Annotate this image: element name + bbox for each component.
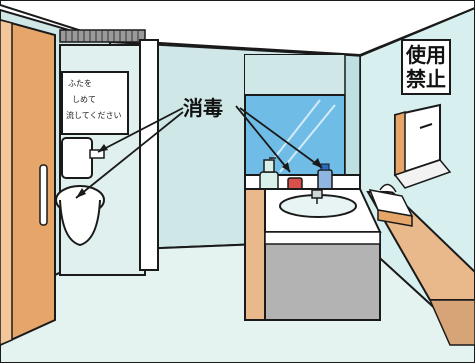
door-edge xyxy=(0,20,12,345)
toilet-sign-line-1: ふたを xyxy=(68,79,92,88)
prohibited-sign-line-2: 禁止 xyxy=(406,67,446,91)
window-top-wall xyxy=(245,55,345,95)
stall-partition xyxy=(140,40,158,270)
vanity-side xyxy=(245,189,265,320)
toilet-sign-line-2: しめて xyxy=(72,95,96,104)
disinfect-label: 消毒 xyxy=(183,96,223,120)
door-handle xyxy=(40,165,47,225)
window-frame xyxy=(345,55,360,175)
toilet-sign-line-3: 流してください xyxy=(66,110,122,120)
vanity-cabinet xyxy=(265,232,380,320)
prohibited-sign-line-1: 使用 xyxy=(405,43,446,67)
